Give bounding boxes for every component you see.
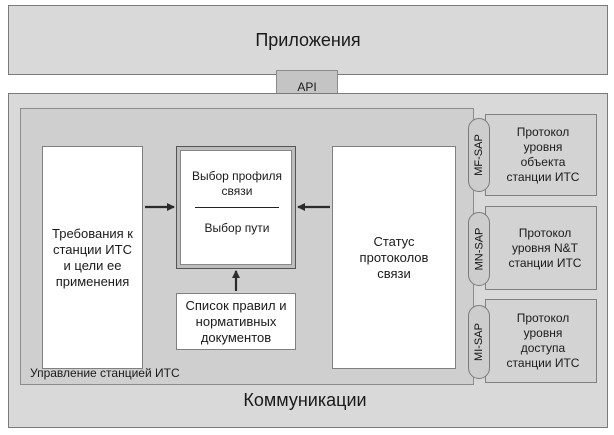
mi-sap-pill: MI-SAP: [468, 305, 490, 379]
protocol-facilities-label: Протокол уровня объекта станции ИТС: [506, 125, 580, 184]
protocol-access-label: Протокол уровня доступа станции ИТС: [506, 311, 580, 370]
path-selection-label: Выбор пути: [204, 220, 270, 235]
mf-sap-pill: MF-SAP: [468, 118, 490, 192]
rules-box: Список правил и нормативных документов: [176, 293, 296, 350]
communications-label: Коммуникации: [243, 389, 367, 410]
profile-selection-label: Выбор профиля связи: [191, 169, 283, 198]
status-box: Статус протоколов связи: [332, 146, 456, 369]
applications-label: Приложения: [255, 29, 361, 50]
selection-box: Выбор профиля связи Выбор пути: [176, 146, 296, 269]
status-label: Статус протоколов связи: [359, 233, 429, 281]
applications-layer: Приложения: [8, 5, 608, 75]
requirements-box: Требования к станции ИТС и цели ее приме…: [42, 146, 143, 369]
protocol-network-label: Протокол уровня N&T станции ИТС: [508, 225, 582, 270]
selection-divider: [195, 207, 279, 208]
protocol-box-access: Протокол уровня доступа станции ИТС: [485, 299, 597, 383]
protocol-box-facilities: Протокол уровня объекта станции ИТС: [485, 114, 597, 196]
rules-label: Список правил и нормативных документов: [185, 297, 287, 345]
mn-sap-pill: MN-SAP: [468, 212, 490, 286]
management-label: Управление станцией ИТС: [30, 366, 180, 380]
requirements-label: Требования к станции ИТС и цели ее приме…: [52, 225, 133, 289]
api-label: API: [297, 80, 317, 94]
protocol-box-network: Протокол уровня N&T станции ИТС: [485, 206, 597, 290]
